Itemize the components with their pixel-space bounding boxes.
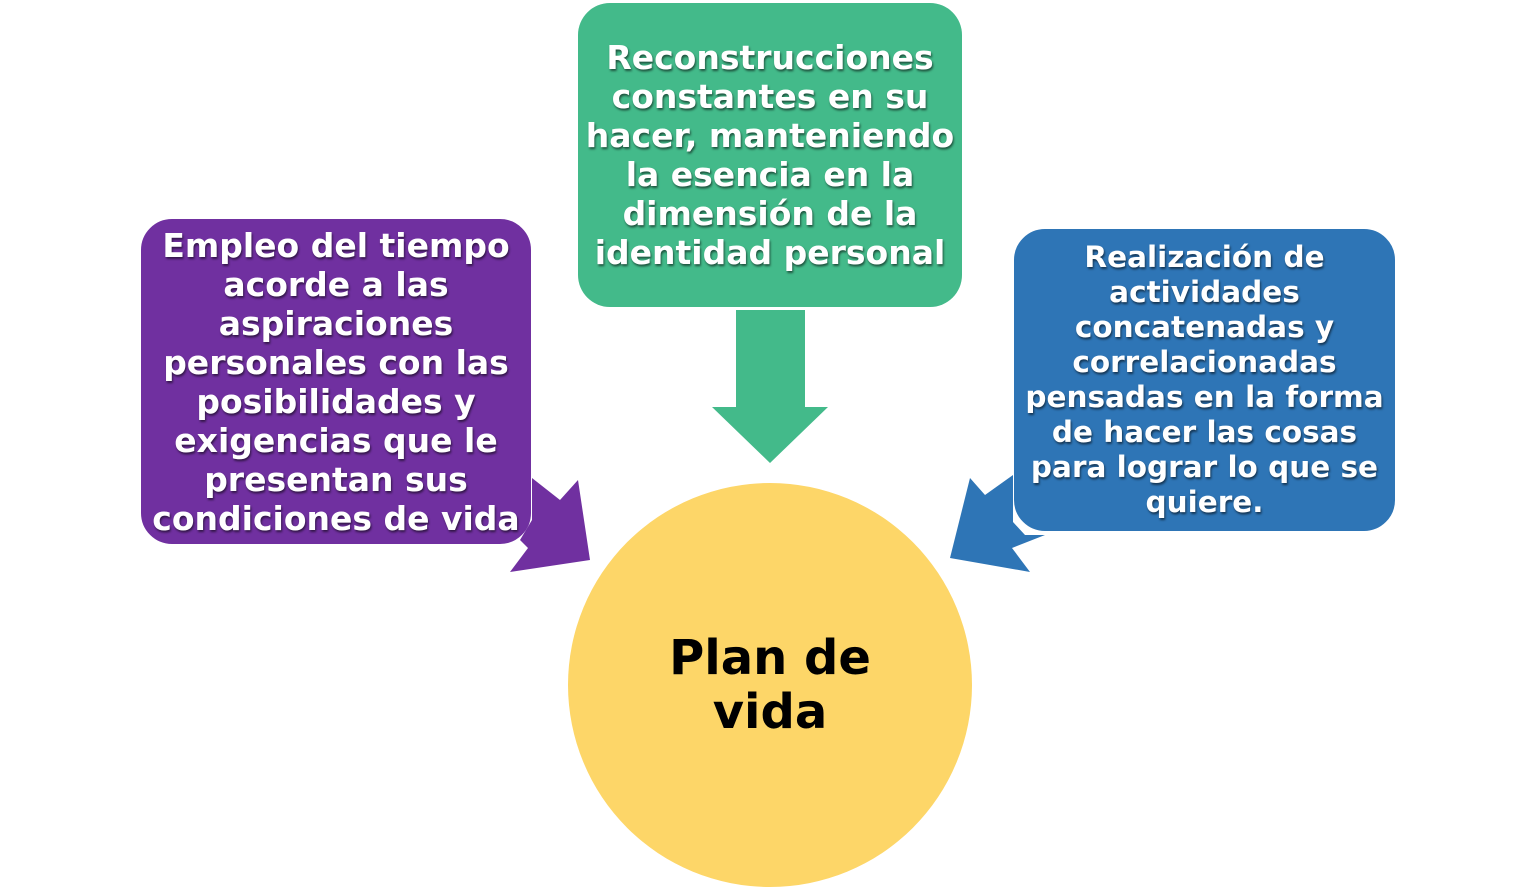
right-callout-box bbox=[1012, 227, 1397, 533]
top-node-text: Reconstrucciones constantes en su hacer,… bbox=[585, 38, 955, 272]
right-arrow bbox=[950, 475, 1045, 572]
right-node-text: Realización de actividades concatenadas … bbox=[1025, 240, 1384, 519]
left-node-text: Empleo del tiempo acorde a las aspiracio… bbox=[152, 225, 520, 538]
center-node-text: Plan de vida bbox=[669, 630, 871, 740]
left-arrow bbox=[510, 478, 590, 572]
down-arrow bbox=[712, 310, 828, 463]
left-callout-box bbox=[139, 217, 533, 546]
center-circle bbox=[568, 483, 972, 887]
top-callout-box bbox=[578, 3, 962, 307]
